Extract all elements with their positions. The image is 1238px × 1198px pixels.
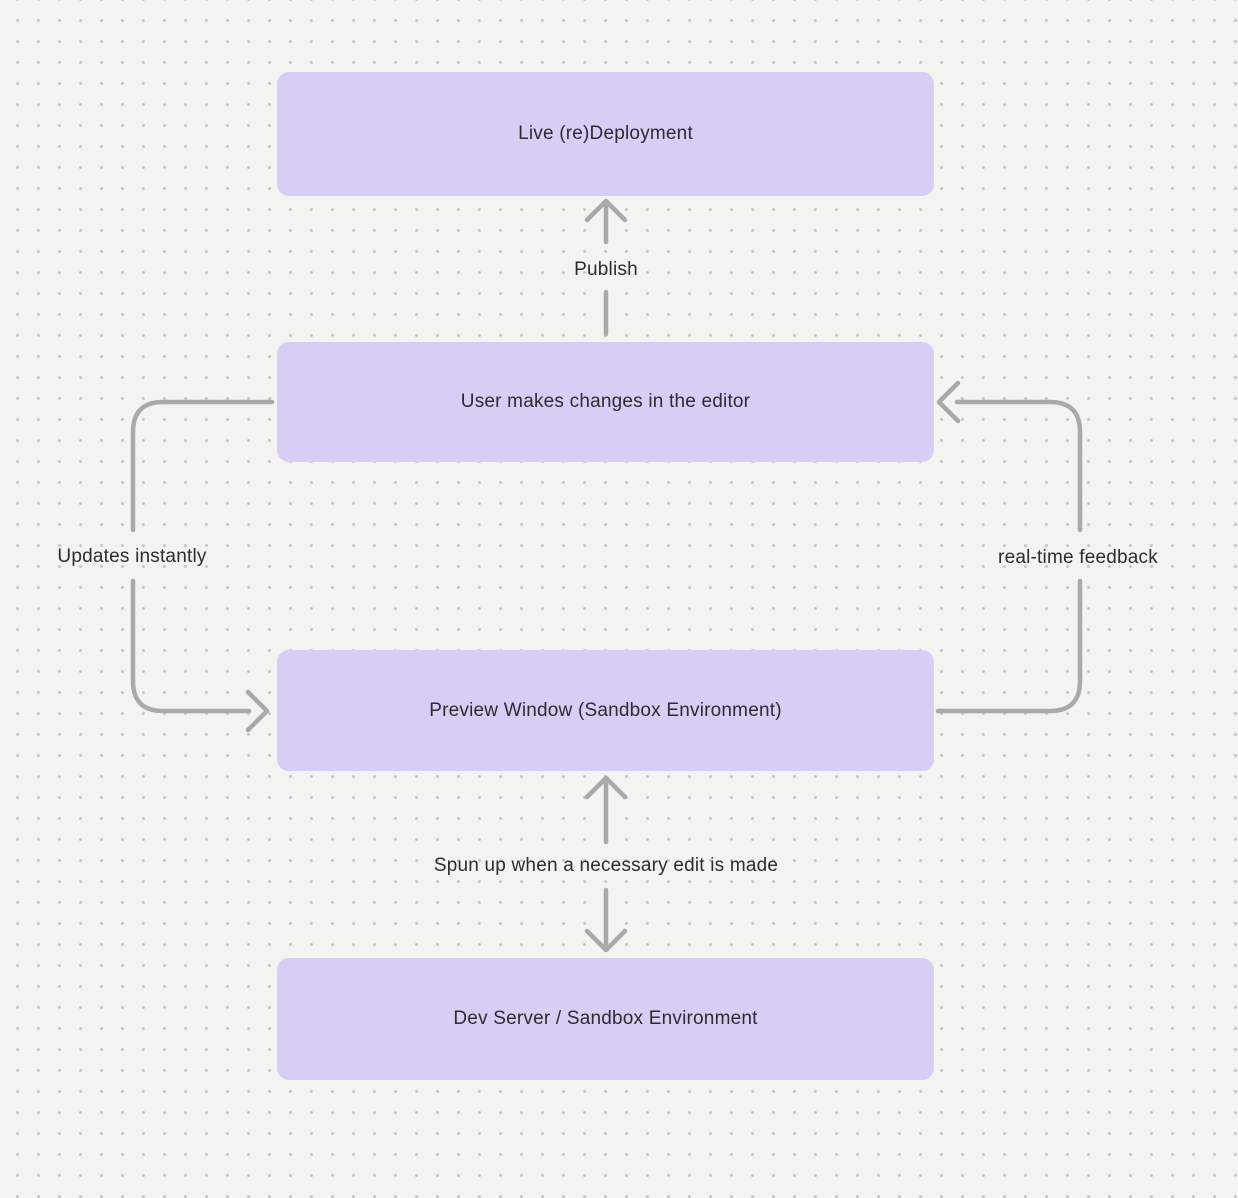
node-label: Dev Server / Sandbox Environment — [453, 1008, 758, 1029]
edge-label-spun-up: Spun up when a necessary edit is made — [433, 855, 779, 876]
node-label: Preview Window (Sandbox Environment) — [429, 699, 782, 721]
node-label: User makes changes in the editor — [460, 391, 751, 412]
edge-label-updates-instantly: Updates instantly — [57, 546, 207, 567]
node-dev-server[interactable]: Dev Server / Sandbox Environment — [277, 958, 934, 1080]
node-user-editor[interactable]: User makes changes in the editor — [277, 342, 934, 462]
node-preview-window[interactable]: Preview Window (Sandbox Environment) — [277, 650, 934, 771]
node-live-redeployment[interactable]: Live (re)Deployment — [277, 72, 934, 196]
edge-label-real-time-feedback: real-time feedback — [998, 547, 1158, 568]
edge-label-publish: Publish — [574, 259, 638, 280]
node-label: Live (re)Deployment — [518, 123, 693, 144]
